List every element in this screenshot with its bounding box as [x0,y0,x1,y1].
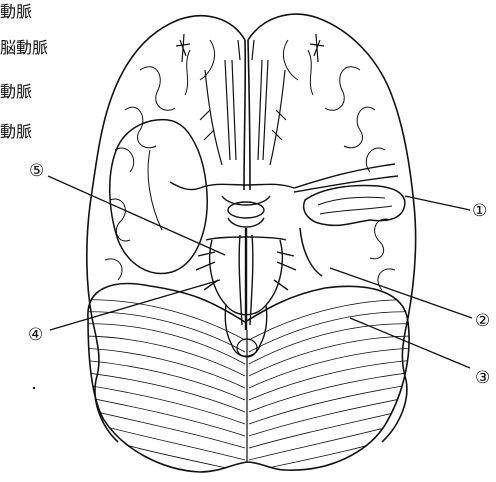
cerebrum-outline [87,14,416,442]
leader-line-3 [350,318,470,368]
leader-line-2 [330,268,472,318]
leader-line-4 [50,280,220,330]
left-temporal-lobe [110,120,207,274]
stray-dot [33,387,35,389]
cerebellum [88,284,409,472]
right-temporal-lobe [300,186,405,276]
